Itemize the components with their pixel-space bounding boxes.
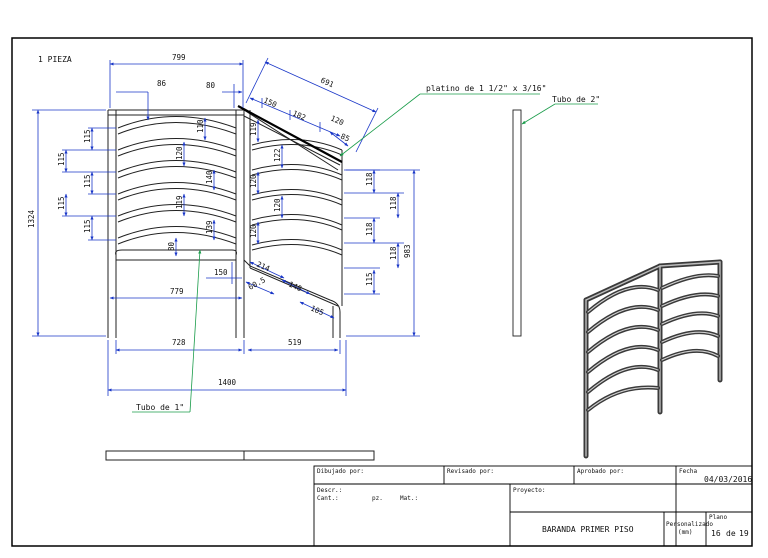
- dim-110a: 110: [196, 119, 205, 133]
- dim-80a: 80: [206, 81, 216, 90]
- tb-fecha-label: Fecha: [679, 468, 697, 475]
- right-panel: [243, 109, 343, 338]
- callout-leaders: [132, 93, 598, 413]
- tb-scale-label: Personalizado: [666, 521, 713, 528]
- dim-85: 85: [339, 132, 351, 144]
- tb-sheet-total: 19: [739, 529, 749, 538]
- tb-fecha-value: 04/03/2016: [704, 475, 752, 484]
- tb-scale-unit: (mm): [678, 529, 692, 536]
- dim-728: 728: [172, 338, 186, 347]
- tb-dibujado-label: Dibujado por:: [317, 468, 364, 475]
- dim-118d: 118: [389, 246, 398, 260]
- dim-118a: 118: [365, 172, 374, 186]
- title-block: [313, 465, 753, 547]
- tb-plano-label: Plano: [709, 514, 727, 521]
- dim-519: 519: [288, 338, 302, 347]
- dim-140a: 140: [205, 170, 214, 184]
- dim-115r: 115: [365, 272, 374, 286]
- dim-115-4: 115: [57, 196, 66, 210]
- dim-122: 122: [273, 148, 282, 162]
- dim-799: 799: [172, 53, 186, 62]
- dim-983: 983: [403, 244, 412, 258]
- dim-120b: 120: [175, 146, 184, 160]
- dim-118c: 118: [365, 222, 374, 236]
- dim-119a: 119: [175, 195, 184, 209]
- dim-120e: 120: [249, 224, 258, 238]
- quantity-label: 1 PIEZA: [38, 55, 72, 64]
- dim-119b: 119: [249, 122, 258, 136]
- dim-150a: 150: [262, 96, 278, 110]
- dim-105: 105: [309, 304, 325, 318]
- tb-aprobado-label: Aprobado por:: [577, 468, 624, 475]
- dim-182: 182: [291, 109, 307, 123]
- dim-115-1: 115: [83, 129, 92, 143]
- dimension-texts: 799 86 80 691 150 182 120 85 115 115 115…: [27, 53, 412, 387]
- dim-139: 139: [205, 220, 214, 234]
- isometric-view: [583, 259, 723, 459]
- dim-115-2: 115: [57, 152, 66, 166]
- tubo-2-side-view: [512, 109, 522, 337]
- dim-120a: 120: [329, 114, 345, 128]
- dim-80b: 80: [167, 241, 176, 251]
- dim-115-5: 115: [83, 219, 92, 233]
- dim-140b: 140: [287, 280, 303, 294]
- callout-tubo2: Tubo de 2": [552, 95, 600, 104]
- tb-sheet-of: de: [726, 529, 736, 538]
- dim-120d: 120: [273, 198, 282, 212]
- callout-platino: platino de 1 1/2" x 3/16": [426, 84, 546, 93]
- dim-115-3: 115: [83, 174, 92, 188]
- tb-revisado-label: Revisado por:: [447, 468, 494, 475]
- outer-border: [11, 37, 753, 547]
- tb-descr-label: Descr.:: [317, 487, 342, 494]
- tb-mat-label: Mat.:: [400, 495, 418, 502]
- callout-tubo1: Tubo de 1": [136, 403, 184, 412]
- tb-proyecto-label: Proyecto:: [513, 487, 546, 494]
- dim-150b: 150: [214, 268, 228, 277]
- dim-1400: 1400: [218, 378, 237, 387]
- dim-779: 779: [170, 287, 184, 296]
- dimension-lines: [32, 57, 420, 396]
- dim-120c: 120: [249, 174, 258, 188]
- dim-86: 86: [157, 79, 167, 88]
- dim-118b: 118: [389, 196, 398, 210]
- tb-cant-label: Cant.:: [317, 495, 339, 502]
- dim-1324: 1324: [27, 209, 36, 228]
- tb-title: BARANDA PRIMER PISO: [542, 525, 634, 534]
- tb-sheet-no: 16: [711, 529, 721, 538]
- tb-pz-label: pz.: [372, 495, 383, 502]
- platino-plan-view: [105, 450, 375, 461]
- left-panel: [107, 109, 245, 338]
